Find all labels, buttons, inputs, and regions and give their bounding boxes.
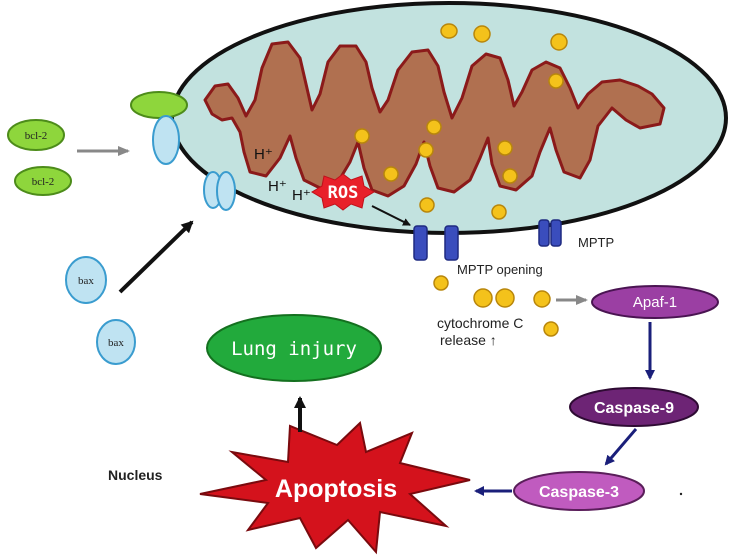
lung-injury-label: Lung injury [231, 338, 357, 360]
mptp-channel-left [413, 225, 459, 261]
cytochrome-dot [440, 23, 458, 39]
caspase3-label: Caspase-3 [539, 484, 619, 501]
mptp-subunit [550, 219, 562, 247]
cytochrome-dot [533, 290, 551, 308]
bax-top-label: bax [78, 275, 94, 287]
ros-label: ROS [328, 183, 359, 203]
cytochrome-dot [502, 168, 518, 184]
stray-dot [679, 492, 683, 496]
caspase9-to-caspase3-arrow [604, 428, 638, 466]
cytochrome-dot [433, 275, 449, 291]
mptp-label: MPTP [578, 235, 614, 250]
bcl2-top-label: bcl-2 [25, 130, 48, 142]
cytochrome-c-dots-released [433, 275, 559, 337]
apoptosis-burst: Apoptosis [199, 421, 471, 555]
ros-to-mptp-arrow [371, 205, 411, 226]
cytochrome-c-line2: release ↑ [440, 332, 497, 348]
cytochrome-dot [383, 166, 399, 182]
bax-bottom-label: bax [108, 337, 124, 349]
caspase9-label: Caspase-9 [594, 400, 674, 417]
cytochrome-dot [543, 321, 559, 337]
membrane-bcl2 [130, 91, 188, 119]
bcl2-top: bcl-2 [7, 119, 65, 151]
apoptosis-star-shape [199, 421, 471, 555]
bax-to-membrane-arrow [118, 220, 194, 294]
mptp-channel-right [538, 219, 562, 247]
apaf1-label: Apaf-1 [633, 294, 677, 311]
cytochrome-dot [550, 33, 568, 51]
cytochrome-dot [473, 25, 491, 43]
caspase9-node: Caspase-9 [569, 387, 699, 427]
apaf1-node: Apaf-1 [591, 285, 719, 319]
h-plus-label-2: H⁺ [268, 178, 287, 195]
cytochrome-dot [418, 142, 434, 158]
ros-star-shape [311, 173, 375, 211]
cytochrome-dot [426, 119, 442, 135]
cytochrome-dot [495, 288, 515, 308]
bax-top: bax [65, 256, 107, 304]
cytochrome-dot [473, 288, 493, 308]
cytochrome-dot [497, 140, 513, 156]
bax-bottom: bax [96, 319, 136, 365]
cytochrome-dot [354, 128, 370, 144]
cytochrome-dot [419, 197, 435, 213]
membrane-bax-channel [152, 115, 180, 165]
bcl2-bottom-label: bcl-2 [32, 176, 55, 188]
membrane-bax-pore-right [216, 171, 236, 211]
mptp-opening-label: MPTP opening [457, 262, 543, 277]
mptp-subunit [444, 225, 459, 261]
h-plus-label-1: H⁺ [254, 146, 273, 163]
h-plus-label-3: H⁺ [292, 187, 311, 204]
cytochrome-dot [491, 204, 507, 220]
cytochrome-c-dots-inside [354, 23, 568, 220]
mptp-subunit [413, 225, 428, 261]
ros-burst: ROS [311, 173, 375, 211]
lung-injury-node: Lung injury [206, 314, 382, 382]
cytochrome-c-label: cytochrome C release ↑ [437, 315, 527, 348]
bcl2-bottom: bcl-2 [14, 166, 72, 196]
cytochrome-dot [548, 73, 564, 89]
nucleus-label: Nucleus [108, 467, 163, 483]
cytochrome-c-line1: cytochrome C [437, 315, 523, 331]
caspase3-node: Caspase-3 [513, 471, 645, 511]
mptp-subunit [538, 219, 550, 247]
apoptosis-label: Apoptosis [275, 475, 397, 503]
